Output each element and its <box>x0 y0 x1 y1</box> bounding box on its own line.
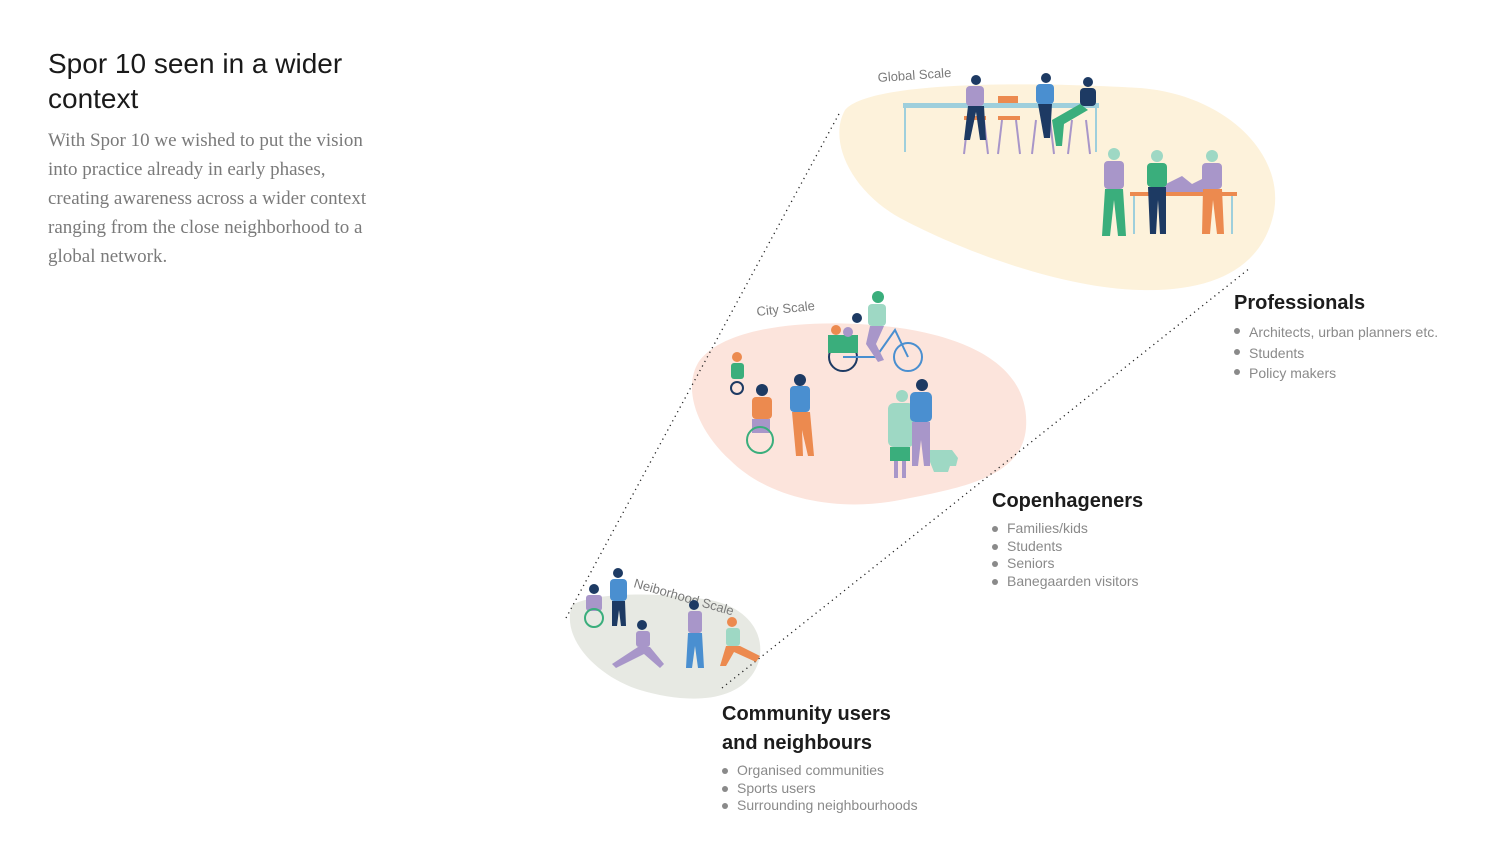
list-item: Banegaarden visitors <box>992 573 1232 591</box>
bullet-icon <box>722 768 728 774</box>
list-item-text: Policy makers <box>1249 365 1337 381</box>
dotted-connectors <box>565 111 1251 689</box>
walking-woman-illustration <box>790 374 814 456</box>
list-item-text: Banegaarden visitors <box>1007 572 1139 589</box>
copenhageners-group: Copenhageners Families/kids Students Sen… <box>992 487 1232 590</box>
bullet-icon <box>1234 369 1240 375</box>
list-item: Surrounding neighbourhoods <box>722 797 982 815</box>
list-item: Students <box>992 538 1232 556</box>
model-table-illustration <box>1102 148 1237 236</box>
seniors-with-dog-illustration <box>888 379 958 478</box>
workshop-table-illustration <box>903 73 1099 155</box>
professionals-group: Professionals Architects, urban planners… <box>1234 289 1474 384</box>
community-list: Organised communities Sports users Surro… <box>722 762 982 815</box>
list-item-text: Students <box>1007 537 1063 554</box>
list-item: Students <box>1234 343 1474 364</box>
list-item-text: Students <box>1249 344 1305 361</box>
community-group: Community users and neighbours Organised… <box>722 700 982 815</box>
bullet-icon <box>1234 328 1240 334</box>
list-item-text: Organised communities <box>737 762 885 778</box>
bullet-icon <box>722 785 728 792</box>
bullet-icon <box>1234 348 1240 355</box>
connector-right <box>721 267 1251 689</box>
bullet-icon <box>992 526 998 532</box>
copenhageners-list: Families/kids Students Seniors Banegaard… <box>992 520 1232 590</box>
list-item: Sports users <box>722 780 982 798</box>
global-scale-label: Global Scale <box>877 65 952 85</box>
list-item-text: Surrounding neighbourhoods <box>737 797 918 813</box>
list-item-text: Families/kids <box>1007 520 1088 536</box>
cargo-bike-illustration <box>828 291 923 372</box>
city-scale-blob <box>691 323 1027 505</box>
bullet-icon <box>992 561 998 567</box>
bullet-icon <box>992 578 998 585</box>
neighborhood-people-illustration <box>584 568 760 668</box>
child-illustration <box>730 352 744 395</box>
bullet-icon <box>722 803 728 809</box>
list-item: Architects, urban planners etc. <box>1234 322 1474 343</box>
global-scale-blob <box>839 84 1276 291</box>
list-item-text: Sports users <box>737 779 816 796</box>
connector-left <box>565 111 841 619</box>
list-item-text: Seniors <box>1007 555 1055 571</box>
list-item-text: Architects, urban planners etc. <box>1249 324 1439 340</box>
professionals-heading: Professionals <box>1234 292 1366 314</box>
list-item: Families/kids <box>992 520 1232 538</box>
intro-paragraph: With Spor 10 we wished to put the vision… <box>48 130 367 267</box>
copenhageners-heading: Copenhageners <box>992 490 1144 512</box>
list-item: Policy makers <box>1234 363 1474 384</box>
professionals-list: Architects, urban planners etc. Students… <box>1234 322 1474 384</box>
list-item: Organised communities <box>722 762 982 780</box>
city-scale-label: City Scale <box>756 298 816 319</box>
bullet-icon <box>992 543 998 550</box>
community-heading: Community users and neighbours <box>722 703 891 754</box>
list-item: Seniors <box>992 555 1232 573</box>
wheelchair-user-illustration <box>746 384 774 454</box>
page-title: Spor 10 seen in a wider context <box>48 48 343 114</box>
